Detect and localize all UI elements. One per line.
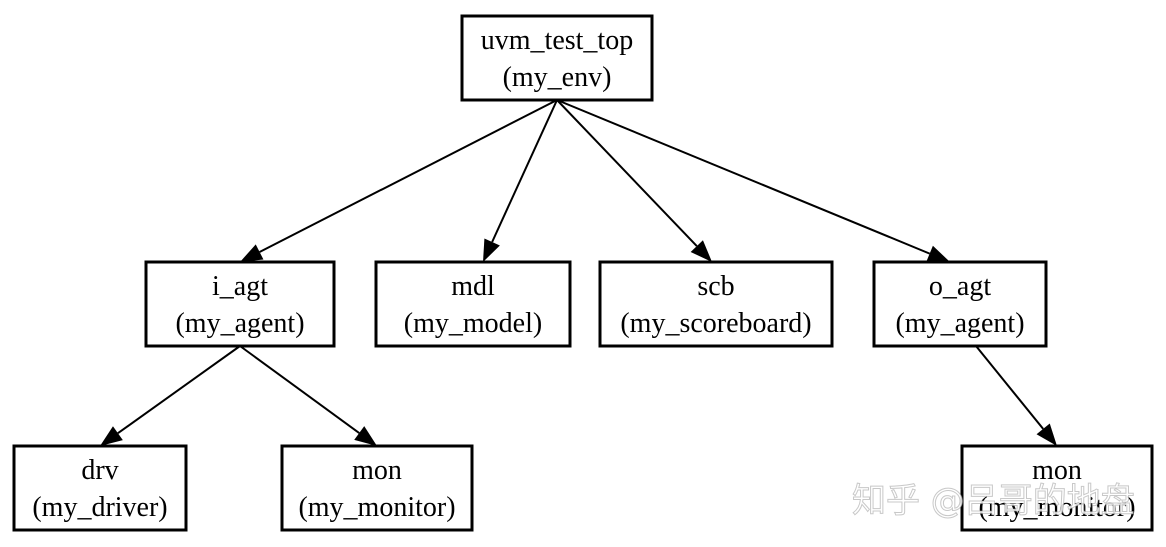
- arrowhead: [690, 240, 712, 262]
- edge-i_agt-to-drv: [100, 345, 241, 446]
- edge-line: [239, 345, 360, 434]
- node-box: [598, 260, 834, 348]
- node-type: (my_agent): [895, 308, 1024, 339]
- node-box: [280, 444, 474, 532]
- edge-line: [556, 99, 698, 247]
- edge-uvm_test_top-to-o_agt: [556, 99, 950, 262]
- node-type: (my_agent): [175, 308, 304, 339]
- node-box: [144, 260, 336, 348]
- edge-line: [259, 99, 558, 253]
- arrowhead: [926, 245, 950, 262]
- edge-i_agt-to-mon_i: [239, 345, 377, 446]
- node-mdl: mdl (my_model): [374, 260, 572, 348]
- node-layer: uvm_test_top (my_env) i_agt (my_agent) m…: [12, 14, 1154, 532]
- watermark: 知乎 @吕哥的地盘: [852, 481, 1135, 521]
- node-uvm-test-top: uvm_test_top (my_env): [460, 14, 654, 102]
- arrowhead: [354, 426, 377, 446]
- node-type: (my_driver): [32, 492, 167, 523]
- node-type: (my_monitor): [978, 492, 1135, 523]
- arrowhead: [1036, 423, 1057, 446]
- edge-layer: [100, 99, 1057, 446]
- node-box: [460, 14, 654, 102]
- node-drv: drv (my_driver): [12, 444, 188, 532]
- node-o-agt: o_agt (my_agent): [872, 260, 1048, 348]
- edge-uvm_test_top-to-mdl: [483, 99, 558, 262]
- node-i-agt: i_agt (my_agent): [144, 260, 336, 348]
- node-scb: scb (my_scoreboard): [598, 260, 834, 348]
- node-name: mon: [352, 455, 402, 486]
- node-name: o_agt: [929, 271, 991, 302]
- node-type: (my_model): [404, 308, 542, 339]
- arrowhead: [240, 244, 264, 262]
- node-type: (my_scoreboard): [620, 308, 811, 339]
- edge-uvm_test_top-to-scb: [556, 99, 712, 262]
- node-type: (my_env): [503, 62, 612, 93]
- edge-line: [975, 345, 1044, 430]
- node-box: [374, 260, 572, 348]
- edge-line: [556, 99, 931, 255]
- node-mon-input-agent: mon (my_monitor): [280, 444, 474, 532]
- edge-uvm_test_top-to-i_agt: [240, 99, 558, 262]
- node-name: i_agt: [212, 271, 268, 302]
- node-mon-output-agent: mon (my_monitor): [960, 444, 1154, 532]
- edge-line: [491, 99, 558, 243]
- node-box: [12, 444, 188, 532]
- node-box: [872, 260, 1048, 348]
- edge-line: [117, 345, 241, 435]
- node-name: drv: [81, 455, 118, 486]
- edge-o_agt-to-mon_o: [975, 345, 1057, 446]
- node-name: uvm_test_top: [481, 25, 633, 56]
- arrowhead: [100, 426, 123, 446]
- node-type: (my_monitor): [298, 492, 455, 523]
- node-box: [960, 444, 1154, 532]
- node-name: mdl: [451, 271, 495, 302]
- node-name: scb: [697, 271, 734, 302]
- arrowhead: [483, 238, 500, 262]
- node-name: mon: [1032, 455, 1082, 486]
